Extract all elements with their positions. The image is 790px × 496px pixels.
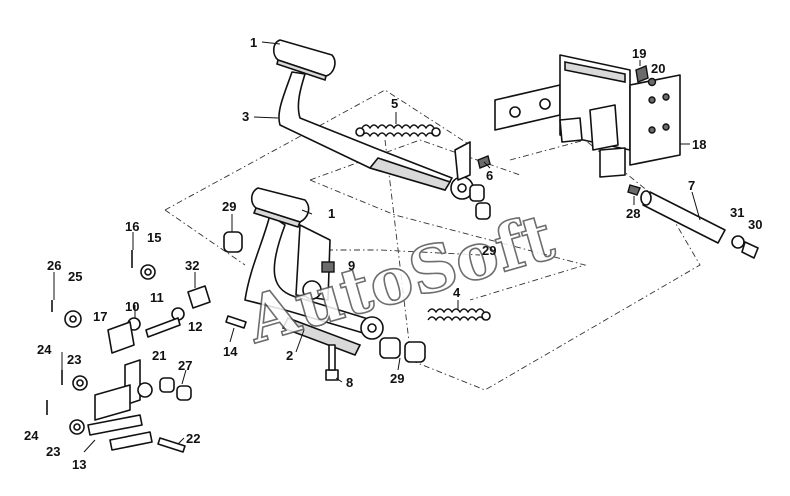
callout-6: 6: [486, 168, 493, 183]
upper-pedal-arm: [278, 71, 474, 200]
callout-32: 32: [185, 258, 199, 273]
callout-25: 25: [68, 269, 82, 284]
callout-28: 28: [626, 206, 640, 221]
callout-1-upper-pad: 1: [250, 35, 257, 50]
callout-19: 19: [632, 46, 646, 61]
mounting-bracket-18: [494, 54, 681, 178]
callout-29-right: 29: [482, 243, 496, 258]
callout-29-bottom: 29: [390, 371, 404, 386]
callout-24-lower: 24: [24, 428, 39, 443]
callout-29-left: 29: [222, 199, 236, 214]
lower-pedal-pad: [250, 187, 310, 228]
callout-22: 22: [186, 431, 200, 446]
lower-pedal-arm: [244, 214, 384, 357]
callout-13: 13: [72, 457, 86, 472]
upper-bracket-6: [454, 141, 491, 181]
leader-lines: [53, 41, 701, 453]
callout-27: 27: [178, 358, 192, 373]
spring-5: [355, 124, 441, 138]
bushings-29: [223, 184, 491, 363]
bolt-8: [321, 261, 339, 381]
callout-8: 8: [346, 375, 353, 390]
callout-18: 18: [692, 137, 706, 152]
spring-4: [427, 308, 491, 322]
pivot-shaft-7: [627, 184, 759, 259]
callout-1-lower-pad: 1: [328, 206, 335, 221]
callout-labels: 1 3 5 6 19 20 18 7 28 31 30 29 1 29 16 1…: [24, 35, 762, 472]
callout-7: 7: [688, 178, 695, 193]
callout-26: 26: [47, 258, 61, 273]
callout-15: 15: [147, 230, 161, 245]
callout-4: 4: [453, 285, 461, 300]
callout-5: 5: [391, 96, 398, 111]
linkage-parts: [46, 250, 247, 453]
callout-20: 20: [651, 61, 665, 76]
callout-3: 3: [242, 109, 249, 124]
callout-12: 12: [188, 319, 202, 334]
callout-2: 2: [286, 348, 293, 363]
callout-23-lower: 23: [46, 444, 60, 459]
callout-14: 14: [223, 344, 238, 359]
callout-9: 9: [348, 258, 355, 273]
callout-11: 11: [150, 290, 164, 305]
callout-10: 10: [125, 299, 139, 314]
callout-23-upper: 23: [67, 352, 81, 367]
callout-16: 16: [125, 219, 139, 234]
callout-17: 17: [93, 309, 107, 324]
callout-24-upper: 24: [37, 342, 52, 357]
upper-pedal-pad: [272, 39, 336, 82]
callout-31: 31: [730, 205, 744, 220]
callout-30: 30: [748, 217, 762, 232]
callout-21: 21: [152, 348, 166, 363]
